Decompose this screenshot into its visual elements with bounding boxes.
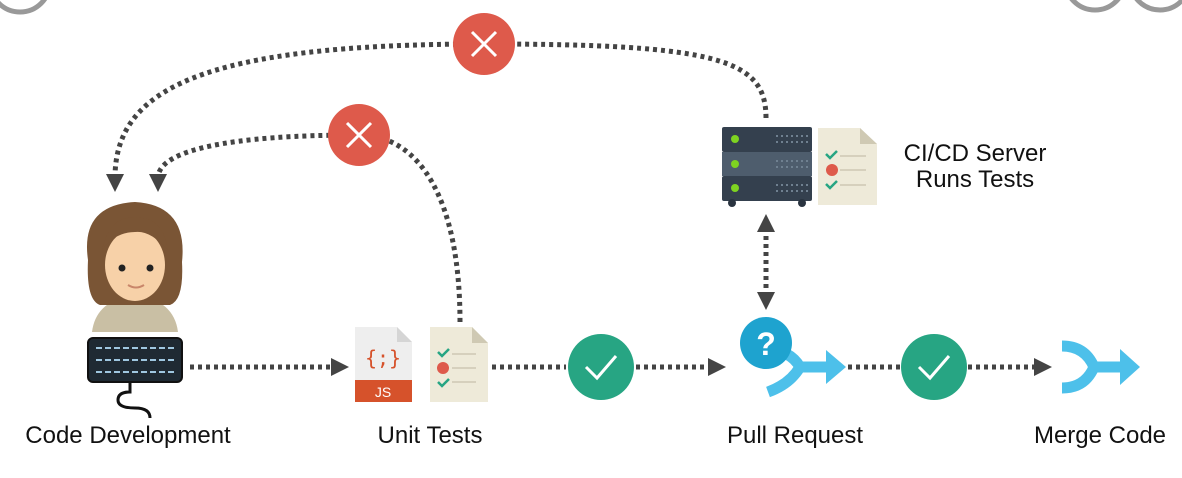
keyboard-icon bbox=[87, 337, 183, 419]
server-label: CI/CD Server Runs Tests bbox=[904, 141, 1047, 193]
fail-x-icon-inner bbox=[328, 104, 390, 166]
merge-code-icon bbox=[1061, 340, 1140, 394]
ci-cd-server-icon bbox=[722, 127, 812, 207]
server-test-report-icon bbox=[818, 128, 877, 205]
label-merge-code: Merge Code bbox=[1033, 422, 1167, 449]
fail-x-icon-outer bbox=[453, 13, 515, 75]
test-checklist-icon bbox=[430, 327, 488, 402]
cropped-circle-left bbox=[0, 0, 48, 15]
pass-check-icon-2 bbox=[901, 334, 967, 400]
label-unit-tests: Unit Tests bbox=[377, 422, 483, 449]
label-pull-request: Pull Request bbox=[726, 422, 864, 449]
question-glyph: ? bbox=[756, 326, 776, 362]
developer-avatar-icon bbox=[86, 202, 183, 332]
cropped-circle-right-1 bbox=[1069, 0, 1121, 13]
pass-check-icon-1 bbox=[568, 334, 634, 400]
js-file-icon: {;} JS bbox=[355, 327, 412, 402]
js-file-badge: JS bbox=[375, 384, 391, 400]
label-code-development: Code Development bbox=[25, 422, 231, 449]
server-label-line2: Runs Tests bbox=[915, 166, 1035, 193]
js-file-glyph: {;} bbox=[365, 346, 401, 370]
question-icon: ? bbox=[740, 317, 792, 369]
unit-test-fail-feedback-arrow bbox=[149, 132, 463, 323]
server-fail-feedback-arrow bbox=[106, 41, 769, 192]
server-label-line1: CI/CD Server bbox=[903, 140, 1047, 167]
cropped-circle-right-2 bbox=[1134, 0, 1182, 13]
